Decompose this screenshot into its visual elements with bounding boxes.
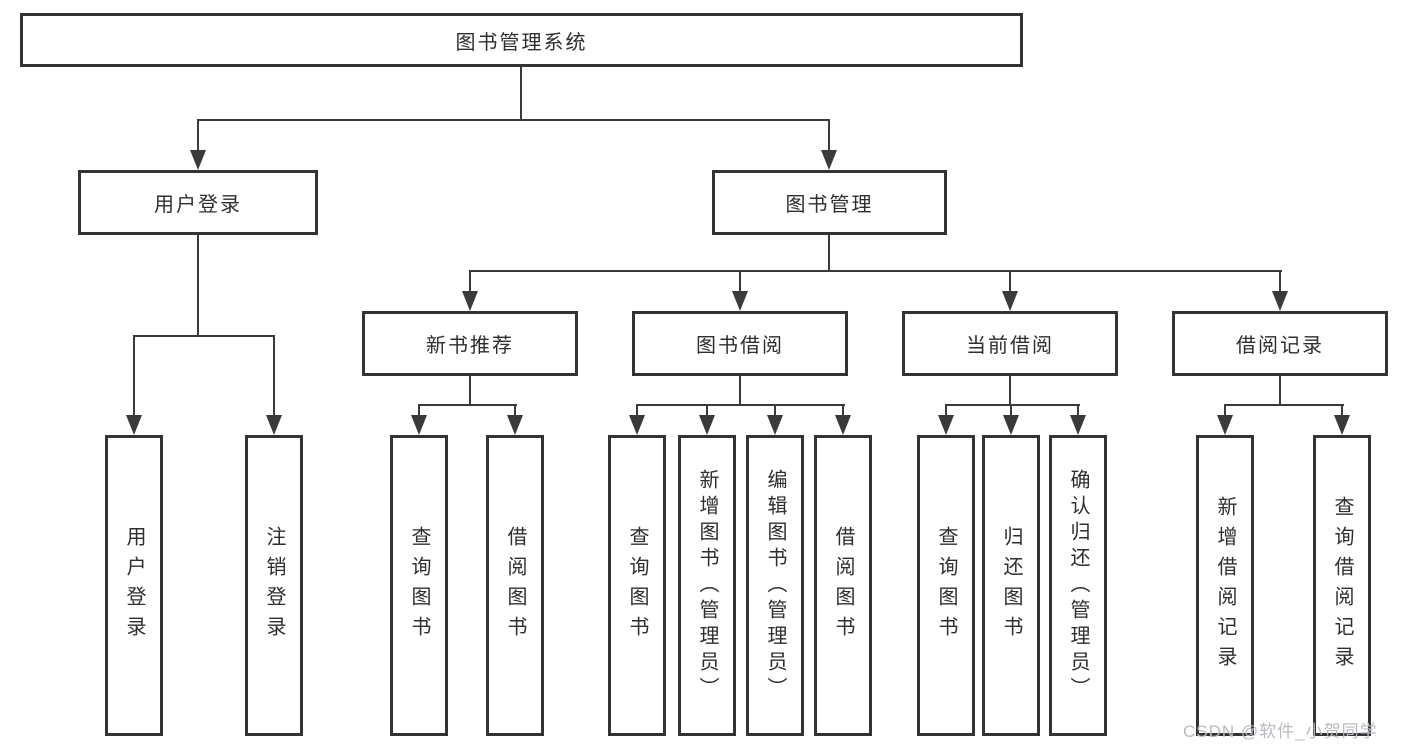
connector-line (418, 404, 517, 406)
leaf-add-book-admin: 新增图书（管理员） (678, 435, 736, 736)
connector-line (828, 235, 830, 272)
leaf-edit-book-admin: 编辑图书（管理员） (746, 435, 804, 736)
arrow-down-icon (767, 415, 783, 435)
arrow-down-icon (1217, 415, 1233, 435)
leaf-user-login: 用户登录 (105, 435, 163, 736)
node-library-system: 图书管理系统 (20, 13, 1023, 67)
leaf-query-books-current: 查询图书 (917, 435, 975, 736)
connector-line (945, 404, 1080, 406)
connector-line (197, 119, 199, 152)
connector-line (774, 404, 776, 418)
arrow-down-icon (126, 415, 142, 435)
arrow-down-icon (732, 291, 748, 311)
leaf-return-books: 归还图书 (982, 435, 1040, 736)
arrow-down-icon (699, 415, 715, 435)
connector-line (1077, 404, 1079, 418)
arrow-down-icon (462, 291, 478, 311)
leaf-borrow-books-borrowing: 借阅图书 (814, 435, 872, 736)
leaf-query-borrow-record: 查询借阅记录 (1313, 435, 1371, 736)
connector-line (828, 119, 830, 152)
connector-line (1009, 270, 1011, 293)
arrow-down-icon (1070, 415, 1086, 435)
node-user-login: 用户登录 (78, 170, 318, 235)
leaf-logout: 注销登录 (245, 435, 303, 736)
connector-line (273, 335, 275, 418)
csdn-watermark: CSDN @软件_小贺同学 (1183, 722, 1378, 741)
arrow-down-icon (411, 415, 427, 435)
connector-line (133, 335, 275, 337)
connector-line (1224, 404, 1226, 418)
arrow-down-icon (629, 415, 645, 435)
connector-line (469, 376, 471, 405)
arrow-down-icon (1002, 291, 1018, 311)
node-book-borrowing: 图书借阅 (632, 311, 848, 376)
leaf-query-books-recommend: 查询图书 (390, 435, 448, 736)
connector-line (514, 404, 516, 418)
node-current-borrowing: 当前借阅 (902, 311, 1118, 376)
connector-line (197, 235, 199, 336)
connector-line (520, 67, 522, 120)
arrow-down-icon (1272, 291, 1288, 311)
connector-line (1224, 404, 1344, 406)
connector-line (418, 404, 420, 418)
arrow-down-icon (1003, 415, 1019, 435)
connector-line (133, 335, 135, 418)
connector-line (469, 270, 1282, 272)
arrow-down-icon (266, 415, 282, 435)
leaf-borrow-books-recommend: 借阅图书 (486, 435, 544, 736)
connector-line (1009, 376, 1011, 405)
connector-line (1010, 404, 1012, 418)
connector-line (1279, 376, 1281, 405)
node-borrowing-records: 借阅记录 (1172, 311, 1388, 376)
connector-line (739, 270, 741, 293)
connector-line (1341, 404, 1343, 418)
connector-line (469, 270, 471, 293)
connector-line (739, 376, 741, 405)
connector-line (945, 404, 947, 418)
connector-line (197, 119, 830, 121)
arrow-down-icon (190, 150, 206, 170)
leaf-query-books-borrowing: 查询图书 (608, 435, 666, 736)
leaf-add-borrow-record: 新增借阅记录 (1196, 435, 1254, 736)
leaf-confirm-return-admin: 确认归还（管理员） (1049, 435, 1107, 736)
connector-line (1279, 270, 1281, 293)
arrow-down-icon (1334, 415, 1350, 435)
arrow-down-icon (938, 415, 954, 435)
node-book-management: 图书管理 (712, 170, 947, 235)
connector-line (636, 404, 845, 406)
node-new-book-recommend: 新书推荐 (362, 311, 578, 376)
connector-line (706, 404, 708, 418)
arrow-down-icon (835, 415, 851, 435)
arrow-down-icon (821, 150, 837, 170)
connector-line (842, 404, 844, 418)
arrow-down-icon (507, 415, 523, 435)
connector-line (636, 404, 638, 418)
